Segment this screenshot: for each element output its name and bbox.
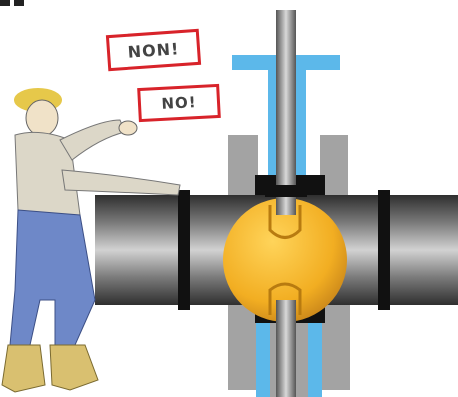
corner-mark bbox=[0, 0, 10, 6]
corner-mark bbox=[14, 0, 24, 6]
warning-label-no: NO! bbox=[137, 84, 221, 122]
warning-label-no-text: NO! bbox=[161, 93, 197, 113]
warning-label-non: NON! bbox=[106, 29, 201, 71]
valve-stem-lower bbox=[276, 300, 296, 397]
warning-label-non-text: NON! bbox=[127, 39, 180, 62]
valve-stem bbox=[276, 10, 296, 215]
